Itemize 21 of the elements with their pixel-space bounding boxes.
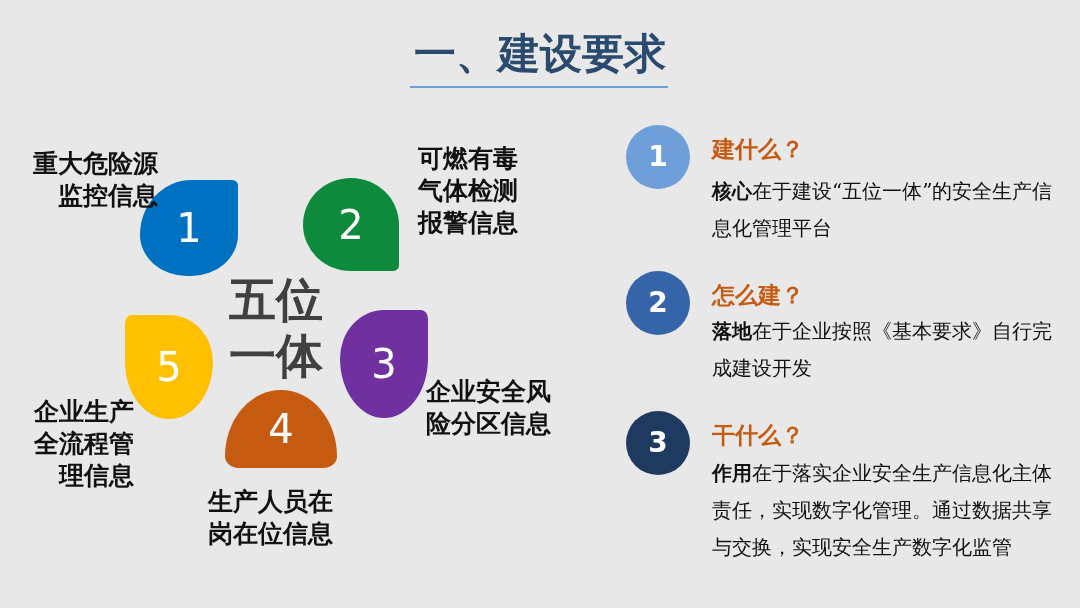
petal-caption: 企业安全风险分区信息: [426, 376, 552, 440]
petal-number: 2: [338, 204, 364, 245]
question-heading: 怎么建？: [712, 281, 804, 310]
description-text: 作用在于落实企业安全生产信息化主体责任，实现数字化管理。通过数据共享与交换，实现安全生产数字化监管: [712, 460, 1053, 561]
description-text: 核心在于建设“五位一体”的安全生产信息化管理平台: [712, 178, 1054, 242]
petal-caption: 可燃有毒气体检测报警信息: [418, 143, 519, 239]
circle-number: 1: [648, 143, 668, 171]
petal-caption: 重大危险源监控信息: [32, 148, 158, 212]
petal-caption: 企业生产全流程管理信息: [33, 396, 134, 492]
question-heading: 建什么？: [712, 135, 804, 164]
petal-number: 5: [156, 347, 182, 387]
petal-number: 1: [176, 208, 202, 248]
circle-number: 3: [648, 429, 668, 457]
question-heading: 干什么？: [712, 421, 804, 450]
slide-title: 一、建设要求: [413, 28, 667, 80]
petal-number: 3: [371, 344, 397, 384]
description-text: 落地在于企业按照《基本要求》自行完成建设开发: [712, 318, 1053, 382]
circle-number: 2: [648, 289, 668, 317]
center-label: 五位一体: [228, 272, 324, 384]
petal-number: 4: [268, 409, 294, 449]
petal-caption: 生产人员在岗在位信息: [208, 486, 334, 550]
